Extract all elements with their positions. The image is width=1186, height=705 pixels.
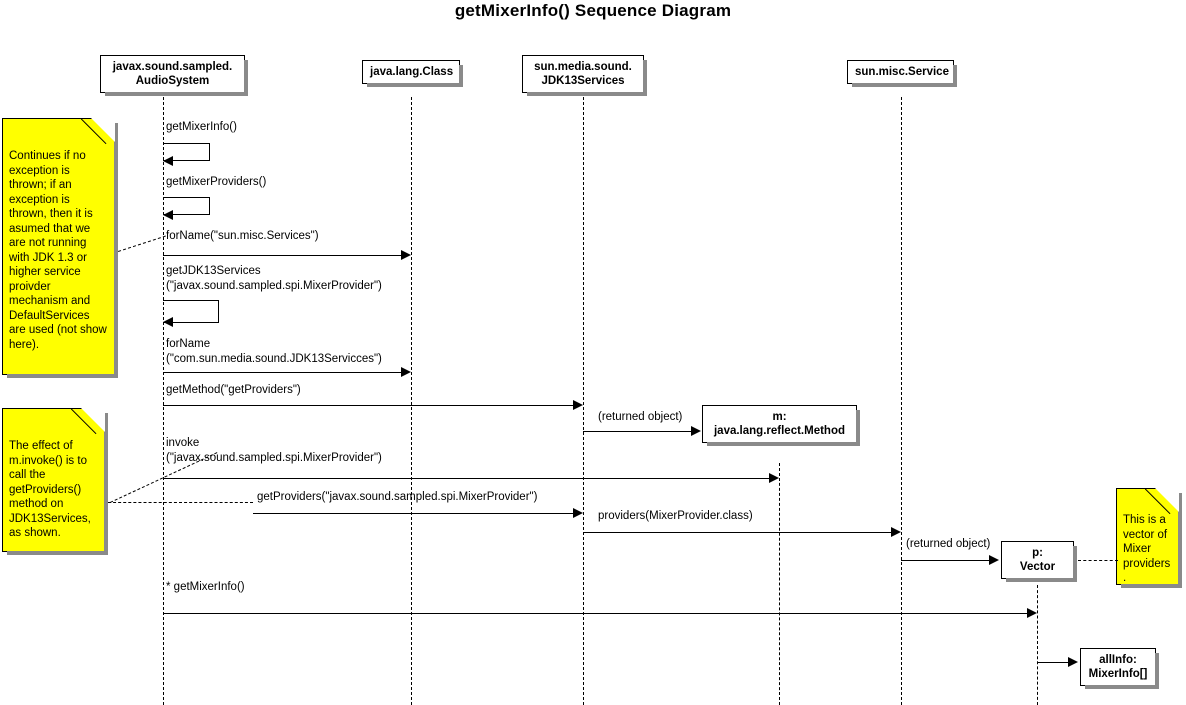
note-vector-connector: [1078, 560, 1118, 561]
arrowhead-star-getmixerinfo: [1027, 608, 1037, 618]
message-label-invoke-line1: invoke: [166, 437, 200, 449]
arrowhead-getmixerinfo: [163, 156, 173, 166]
message-label-getjdk13services-line2: ("javax.sound.sampled.spi.MixerProvider"…: [166, 280, 382, 292]
participant-javalangclass[interactable]: java.lang.Class: [362, 60, 463, 87]
lifeline-audiosystem: [163, 97, 164, 705]
message-line-providers: [583, 532, 893, 533]
message-label-getproviders: getProviders("javax.sound.sampled.spi.Mi…: [257, 491, 538, 503]
arrowhead-returned-object-vector: [989, 555, 999, 565]
message-line-create-allinfo: [1037, 662, 1070, 663]
message-label-invoke-line2: ("javax.sound.sampled.spi.MixerProvider"…: [166, 452, 382, 464]
message-line-star-getmixerinfo: [163, 613, 1029, 614]
message-label-forname-jdk13-line2: ("com.sun.media.sound.JDK13Servicces"): [166, 353, 382, 365]
note-exception-text: Continues if no exception is thrown; if …: [9, 150, 107, 351]
note-exception[interactable]: Continues if no exception is thrown; if …: [2, 118, 118, 378]
arrowhead-providers: [891, 527, 901, 537]
arrowhead-forname-services: [401, 250, 411, 260]
message-line-getproviders: [253, 513, 573, 514]
object-vector-line1: p:: [1032, 547, 1043, 559]
note-fold-icon: [91, 118, 115, 142]
object-vector-line2: Vector: [1019, 561, 1056, 573]
message-label-getmixerproviders: getMixerProviders(): [166, 176, 267, 188]
arrowhead-forname-jdk13: [401, 367, 411, 377]
message-line-returned-object-vector: [901, 560, 991, 561]
message-label-star-getmixerinfo: * getMixerInfo(): [166, 581, 245, 593]
selfcall-getmixerinfo: [163, 143, 210, 161]
message-label-returned-object-method: (returned object): [598, 411, 683, 423]
note-vector[interactable]: This is a vector of Mixer providers.: [1116, 488, 1182, 588]
participant-jdk13services-line1: sun.media.sound.: [534, 61, 632, 73]
object-allinfo[interactable]: allInfo: MixerInfo[]: [1080, 648, 1159, 689]
arrowhead-getmixerproviders: [163, 210, 173, 220]
message-label-forname-jdk13-line1: forName: [166, 338, 211, 350]
message-line-forname-jdk13: [163, 372, 403, 373]
selfcall-getmixerproviders: [163, 197, 210, 215]
object-method-line2: java.lang.reflect.Method: [713, 425, 845, 437]
participant-audiosystem-line1: javax.sound.sampled.: [112, 61, 233, 73]
lifeline-javalangclass: [411, 97, 412, 705]
note-invoke-connector: [108, 502, 253, 503]
note-exception-connector: [118, 235, 166, 252]
message-line-forname-services: [163, 255, 403, 256]
lifeline-vector-object: [1037, 585, 1038, 705]
object-allinfo-line1: allInfo:: [1099, 654, 1137, 666]
arrowhead-invoke: [769, 473, 779, 483]
message-line-returned-object-method: [583, 431, 693, 432]
participant-sunmiscservice[interactable]: sun.misc.Service: [847, 60, 957, 87]
object-vector[interactable]: p: Vector: [1001, 541, 1077, 582]
arrowhead-create-allinfo: [1068, 657, 1078, 667]
participant-sunmiscservice-line1: sun.misc.Service: [855, 66, 949, 78]
object-method[interactable]: m: java.lang.reflect.Method: [702, 405, 860, 446]
message-label-providers: providers(MixerProvider.class): [598, 510, 753, 522]
participant-jdk13services-line2: JDK13Services: [541, 75, 625, 87]
message-label-getjdk13services-line1: getJDK13Services: [166, 265, 261, 277]
lifeline-sunmiscservice: [901, 97, 902, 705]
message-line-invoke: [163, 478, 771, 479]
page-title: getMixerInfo() Sequence Diagram: [454, 1, 732, 20]
selfcall-getjdk13services: [163, 300, 219, 323]
message-label-getmixerinfo: getMixerInfo(): [166, 121, 237, 133]
arrowhead-returned-object-method: [691, 426, 701, 436]
note-invoke-fold-icon: [81, 408, 105, 432]
message-label-returned-object-vector: (returned object): [906, 538, 991, 550]
message-line-getmethod: [163, 405, 575, 406]
participant-javalangclass-line1: java.lang.Class: [370, 66, 454, 78]
arrowhead-getjdk13services: [163, 317, 173, 327]
arrowhead-getproviders: [573, 508, 583, 518]
arrowhead-getmethod: [573, 400, 583, 410]
note-invoke-text: The effect of m.invoke() is to call the …: [9, 440, 91, 539]
object-allinfo-line2: MixerInfo[]: [1088, 668, 1148, 680]
note-invoke[interactable]: The effect of m.invoke() is to call the …: [2, 408, 108, 555]
lifeline-method-object: [779, 463, 780, 705]
note-vector-fold-icon: [1155, 488, 1179, 512]
lifeline-jdk13services: [583, 97, 584, 705]
participant-jdk13services[interactable]: sun.media.sound. JDK13Services: [522, 55, 647, 96]
message-label-forname-services: forName("sun.misc.Services"): [166, 230, 319, 242]
object-method-line1: m:: [772, 411, 787, 423]
participant-audiosystem-line2: AudioSystem: [135, 75, 210, 87]
note-vector-text: This is a vector of Mixer providers.: [1123, 514, 1171, 584]
message-label-getmethod: getMethod("getProviders"): [166, 384, 301, 396]
participant-audiosystem[interactable]: javax.sound.sampled. AudioSystem: [100, 55, 248, 96]
